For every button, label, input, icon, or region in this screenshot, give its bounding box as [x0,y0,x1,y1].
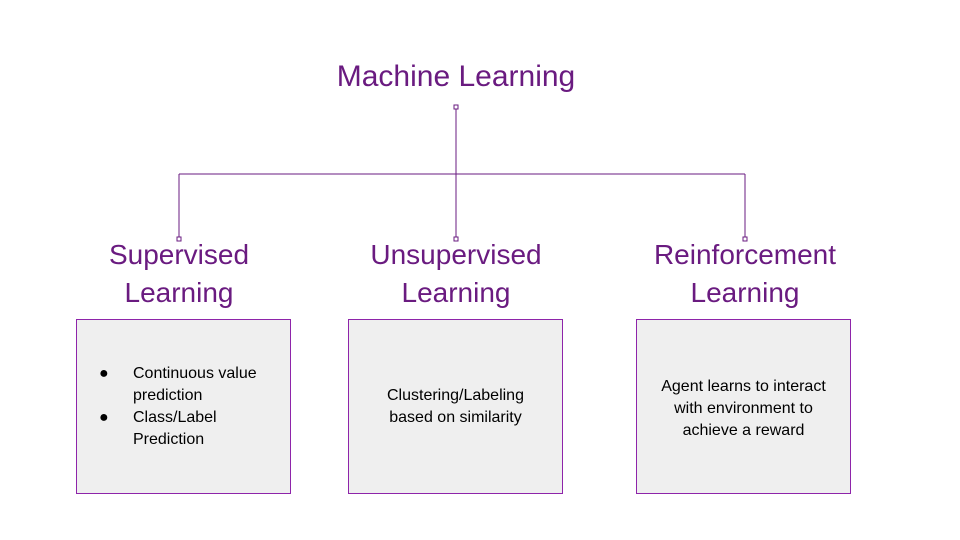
heading-unsupervised-line1: Unsupervised [370,239,542,270]
heading-reinforcement-line2: Learning [690,277,800,308]
bullet-icon: ● [99,408,109,426]
list-item: ● Continuous value prediction [77,363,290,407]
list-item-text: Continuous value prediction [133,364,257,404]
bullet-icon: ● [99,364,109,382]
heading-supervised-line2: Learning [124,277,234,308]
list-item-text: Class/Label Prediction [133,408,217,448]
heading-unsupervised: Unsupervised Learning [336,236,576,312]
heading-reinforcement-line1: Reinforcement [653,239,837,270]
box-reinforcement: Agent learns to interact with environmen… [636,319,851,494]
heading-unsupervised-line2: Learning [401,277,511,308]
list-item: ● Class/Label Prediction [77,407,290,451]
reinforcement-description: Agent learns to interact with environmen… [661,378,826,439]
heading-reinforcement: Reinforcement Learning [625,236,865,312]
supervised-list: ● Continuous value prediction ● Class/Labe… [77,363,290,451]
connector-handle-center [453,236,459,242]
diagram-title: Machine Learning [336,60,576,93]
unsupervised-description: Clustering/Labeling based on similarity [387,386,524,426]
connector-handle-left [176,236,182,242]
heading-supervised-line1: Supervised [108,239,250,270]
box-unsupervised: Clustering/Labeling based on similarity [348,319,563,494]
connector-handle-right [742,236,748,242]
heading-supervised: Supervised Learning [59,236,299,312]
box-supervised: ● Continuous value prediction ● Class/Labe… [76,319,291,494]
connector-handle-top [453,104,459,110]
